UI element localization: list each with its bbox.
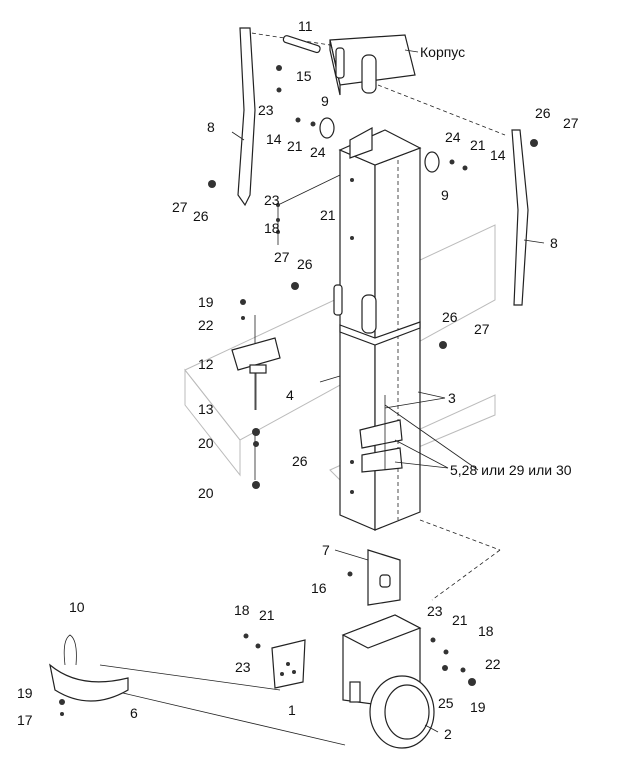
label-8-left: 8 (207, 119, 215, 135)
leader-lines (231, 49, 545, 733)
label-20-bottom: 20 (198, 485, 214, 501)
bracket-3-5 (359, 395, 403, 473)
label-1: 1 (288, 702, 296, 718)
plate-7 (367, 549, 401, 606)
label-18-bottom-right: 18 (478, 623, 494, 639)
label-2: 2 (444, 726, 452, 742)
label-21-bottom-right: 21 (452, 612, 468, 628)
housing-top (329, 34, 416, 96)
label-6: 6 (130, 705, 138, 721)
rod-left (237, 27, 256, 207)
label-21-mid: 21 (320, 207, 336, 223)
label-korpus: Корпус (420, 44, 465, 60)
label-24-right: 24 (445, 129, 461, 145)
label-18-bottom-left: 18 (234, 602, 250, 618)
label-9-right: 9 (441, 187, 449, 203)
label-16: 16 (311, 580, 327, 596)
label-24-left: 24 (310, 144, 326, 160)
label-23: 23 (258, 102, 274, 118)
label-7: 7 (322, 542, 330, 558)
label-25: 25 (438, 695, 454, 711)
label-26-right: 26 (535, 105, 551, 121)
pin-11 (282, 35, 321, 54)
label-23-bottom-right: 23 (427, 603, 443, 619)
label-22-bottom: 22 (485, 656, 501, 672)
plate-1 (271, 639, 306, 689)
washer-9-left (319, 117, 335, 139)
label-21-right: 21 (470, 137, 486, 153)
label-3: 3 (448, 390, 456, 406)
label-26-left: 26 (193, 208, 209, 224)
label-13: 13 (198, 401, 214, 417)
label-26-right-mid: 26 (442, 309, 458, 325)
label-19-left: 19 (17, 685, 33, 701)
label-27-left: 27 (172, 199, 188, 215)
elbow-2 (341, 614, 435, 749)
label-14-left: 14 (266, 131, 282, 147)
label-26-mid: 26 (297, 256, 313, 272)
label-19-mid: 19 (198, 294, 214, 310)
label-26-bottom: 26 (292, 453, 308, 469)
label-21-left: 21 (287, 138, 303, 154)
bracket-12 (231, 337, 281, 410)
clamp-6 (49, 634, 129, 702)
label-21-bottom-left: 21 (259, 607, 275, 623)
hardware-dots (59, 65, 538, 716)
label-15: 15 (296, 68, 312, 84)
rod-right (511, 129, 529, 306)
label-9-left: 9 (321, 93, 329, 109)
label-18-mid: 18 (264, 220, 280, 236)
label-11: 11 (298, 18, 313, 34)
label-23-bottom-left: 23 (235, 659, 251, 675)
label-4: 4 (286, 387, 294, 403)
label-8-right: 8 (550, 235, 558, 251)
label-27-right-mid: 27 (474, 321, 490, 337)
label-19-right: 19 (470, 699, 486, 715)
label-5: 5,28 или 29 или 30 (450, 462, 572, 478)
label-10: 10 (69, 599, 85, 615)
label-17: 17 (17, 712, 33, 728)
label-22-mid: 22 (198, 317, 214, 333)
main-column (333, 126, 422, 531)
connection-lines (99, 31, 506, 746)
part-labels: Корпус 11 15 23 8 9 14 21 24 26 27 24 21… (17, 18, 579, 742)
label-14-right: 14 (490, 147, 506, 163)
label-23-mid: 23 (264, 192, 280, 208)
label-12: 12 (198, 356, 214, 372)
label-27-mid: 27 (274, 249, 290, 265)
washer-9-right (424, 151, 440, 173)
label-27-right: 27 (563, 115, 579, 131)
label-20-top: 20 (198, 435, 214, 451)
